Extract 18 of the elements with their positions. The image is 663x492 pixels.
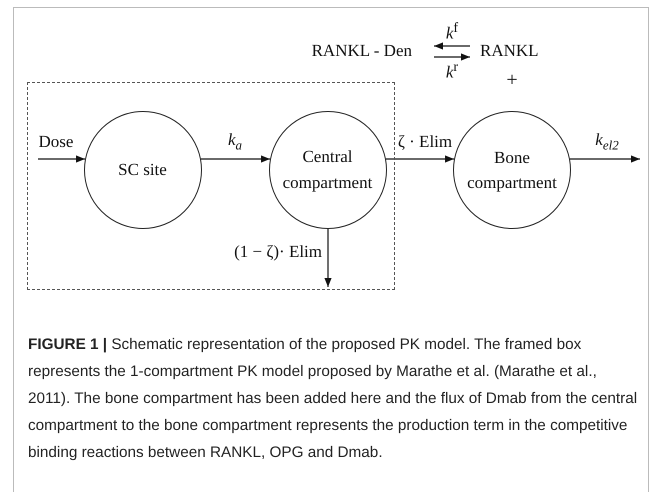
- arrow: [386, 155, 454, 163]
- arrow: [38, 155, 86, 163]
- compartment-circle: SC site: [84, 110, 202, 228]
- arrow: [570, 155, 640, 163]
- plus-sign: +: [506, 68, 518, 92]
- figure-caption: FIGURE 1 | Schematic representation of the proposed PK model. The framed box represents the 1-compartment PK model proposed by Marathe et al. (Marathe et al., 2011). The bone compartment has been added here and the flux of Dmab from the central compartment to the bone compartment represents the production term in the competitive binding reactions between RANKL, OPG and Dmab.: [28, 335, 638, 463]
- species-label: RANKL: [470, 38, 550, 64]
- arrow: [434, 53, 470, 61]
- arrow: [324, 229, 332, 287]
- species-label: RANKL - Den: [300, 38, 434, 64]
- edge-label: k$_{a}$: [226, 131, 244, 153]
- arrow: [200, 155, 270, 163]
- arrow: [434, 42, 470, 50]
- compartment-circle: Bone compartment: [453, 111, 571, 229]
- compartment-circle: Central compartment: [268, 110, 386, 228]
- edge-label: ζ · Elim: [396, 132, 454, 152]
- edge-label: k$_{el2}$: [594, 131, 620, 153]
- edge-label: (1 − ζ)· Elim: [233, 242, 323, 262]
